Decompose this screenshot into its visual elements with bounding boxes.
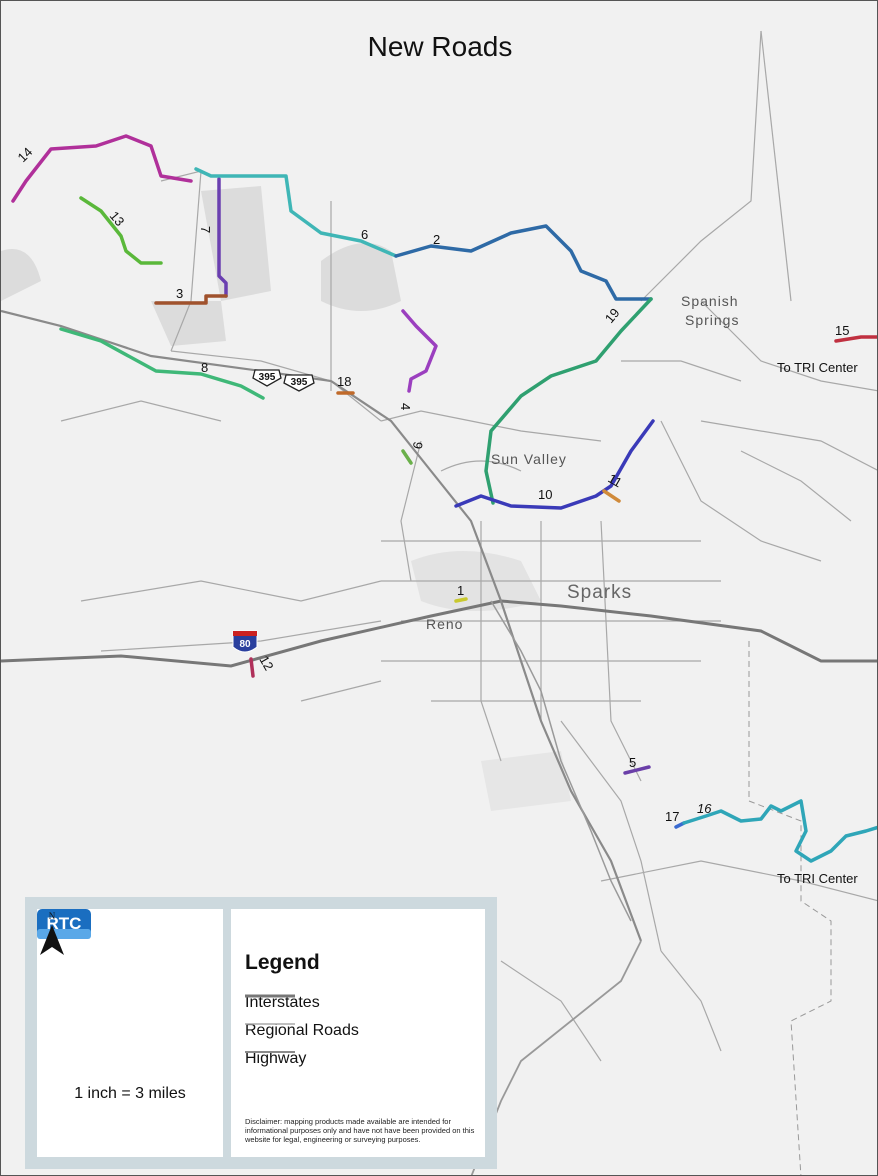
label-road-12: 12 — [256, 653, 276, 673]
svg-text:RTC: RTC — [47, 914, 82, 933]
legend-panel: RTC N 1 inch = 3 miles Legend Interstate… — [25, 897, 497, 1169]
road-14 — [11, 134, 193, 203]
label-road-1: 1 — [457, 583, 464, 598]
label-road-13: 13 — [107, 208, 128, 229]
interstates — [1, 599, 877, 668]
legend-item-regional-roads: Regional Roads — [245, 1022, 359, 1039]
road-13 — [79, 196, 163, 265]
label-road-8: 8 — [201, 360, 208, 375]
road-19 — [484, 297, 653, 505]
highway-line-swatch — [245, 1051, 295, 1053]
legend-title: Legend — [245, 951, 320, 974]
label-road-9: 9 — [410, 440, 426, 450]
place-reno: Reno — [426, 616, 463, 632]
label-road-16: 16 — [697, 801, 712, 816]
road-6 — [194, 167, 398, 258]
legend-item-highway: Highway — [245, 1050, 307, 1067]
svg-text:N: N — [49, 911, 56, 921]
road-12 — [249, 657, 255, 678]
place-springs: Springs — [685, 312, 739, 328]
label-road-6: 6 — [361, 227, 368, 242]
interstate-line-swatch — [245, 994, 295, 998]
us395-shield-b: 395 — [283, 374, 315, 392]
road-4 — [401, 309, 438, 393]
tri-center-label-north: To TRI Center — [777, 360, 858, 375]
road-11 — [602, 489, 621, 503]
svg-text:395: 395 — [259, 372, 276, 383]
county-boundary — [748, 641, 832, 1175]
place-names: Spanish Springs Sun Valley Sparks Reno — [426, 293, 739, 632]
svg-text:80: 80 — [239, 639, 251, 650]
label-road-4: 4 — [398, 403, 413, 410]
svg-text:395: 395 — [291, 377, 308, 388]
legend-box: Legend Interstates Regional Roads Highwa… — [231, 909, 485, 1157]
place-sun-valley: Sun Valley — [491, 451, 567, 467]
place-sparks: Sparks — [567, 582, 632, 603]
north-arrow-icon: N — [40, 911, 64, 955]
label-road-18: 18 — [337, 374, 351, 389]
label-road-10: 10 — [538, 487, 552, 502]
label-road-11: 11 — [606, 471, 625, 491]
label-road-3: 3 — [176, 286, 183, 301]
legend-item-interstates: Interstates — [245, 994, 320, 1011]
road-7 — [217, 177, 228, 298]
road-16 — [682, 799, 877, 863]
scale-text: 1 inch = 3 miles — [74, 1085, 186, 1102]
regional-line-swatch — [245, 1023, 295, 1025]
map-title: New Roads — [367, 31, 513, 62]
label-road-2: 2 — [433, 232, 440, 247]
label-road-7: 7 — [198, 226, 213, 233]
river — [490, 600, 632, 922]
place-spanish: Spanish — [681, 293, 739, 309]
tri-center-label-south: To TRI Center — [777, 871, 858, 886]
road-3 — [154, 294, 228, 305]
label-road-19: 19 — [602, 305, 623, 326]
label-road-14: 14 — [15, 144, 36, 165]
label-road-17: 17 — [665, 809, 679, 824]
road-10 — [454, 419, 655, 510]
road-9 — [401, 449, 413, 465]
label-road-5: 5 — [629, 755, 636, 770]
road-15 — [834, 335, 877, 343]
regional-roads — [60, 30, 877, 1062]
us395-shield-a: 395 — [252, 369, 282, 387]
road-5 — [623, 765, 651, 775]
project-roads — [11, 134, 877, 863]
i80-shield: 80 — [232, 630, 258, 653]
label-road-15: 15 — [835, 323, 849, 338]
road-2 — [394, 224, 653, 301]
legend-info-box: RTC N 1 inch = 3 miles — [37, 909, 223, 1157]
road-8 — [59, 327, 265, 400]
road-1 — [454, 597, 468, 603]
disclaimer-text: Disclaimer: mapping products made availa… — [245, 1117, 475, 1144]
